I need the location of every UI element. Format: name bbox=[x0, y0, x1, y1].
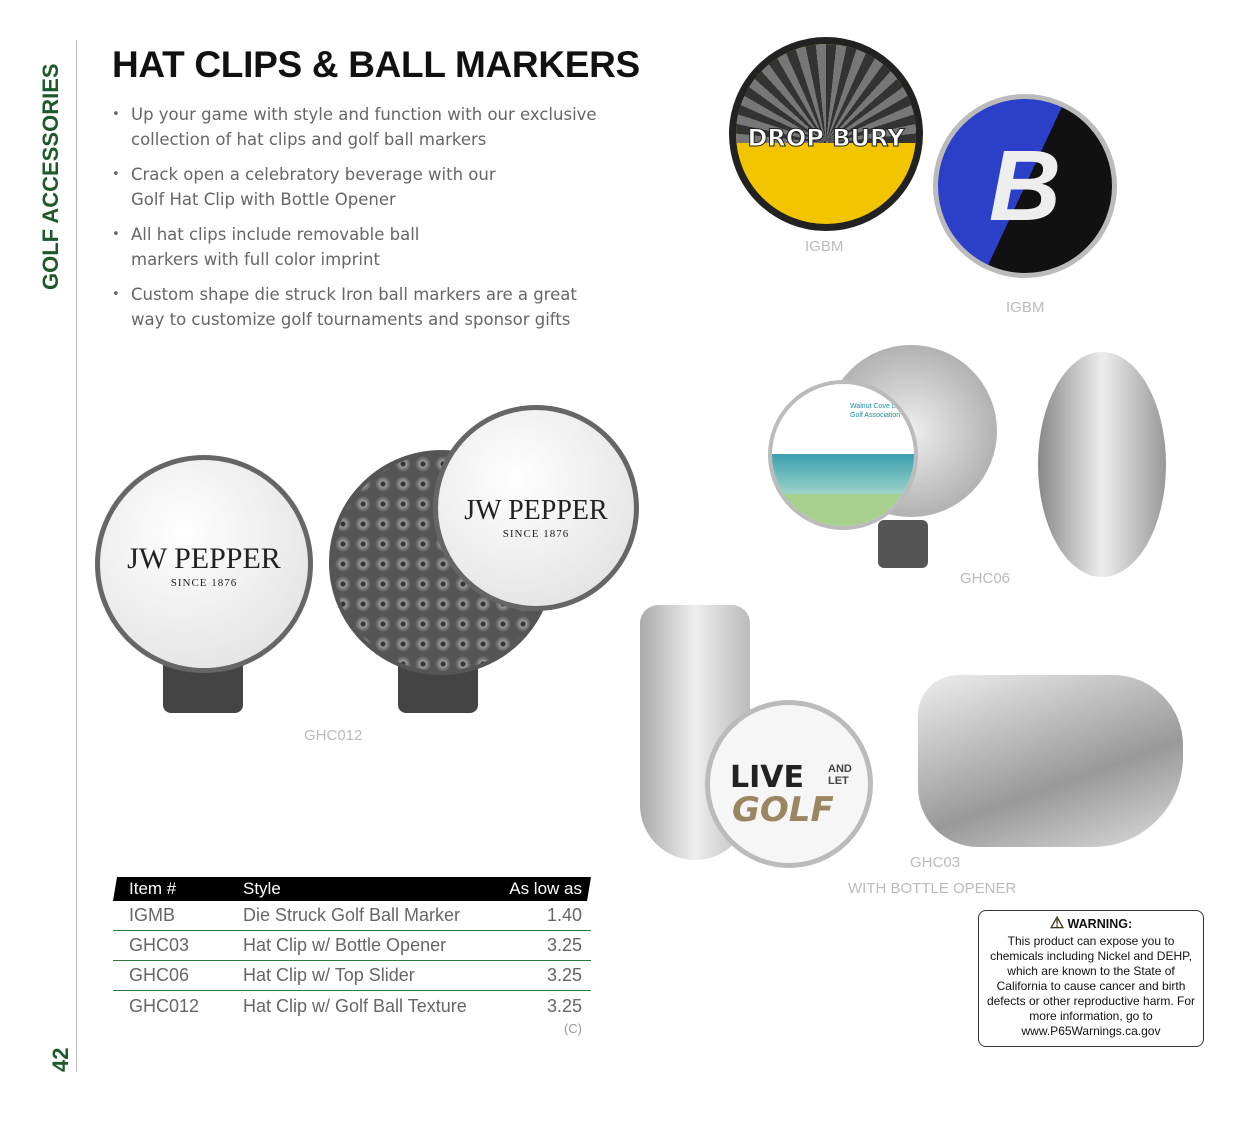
bullet: Up your game with style and function wit… bbox=[112, 102, 632, 152]
table-row: IGMB Die Struck Golf Ball Marker 1.40 bbox=[113, 901, 591, 931]
marker-logo: JW PEPPER bbox=[127, 542, 281, 575]
cell-item: IGMB bbox=[129, 905, 176, 925]
section-label: GOLF ACCESSORIES bbox=[38, 63, 63, 290]
caption-ghc03-sub: WITH BOTTLE OPENER bbox=[848, 880, 1017, 897]
cell-style: Hat Clip w/ Golf Ball Texture bbox=[243, 995, 467, 1016]
bullet-list: Up your game with style and function wit… bbox=[112, 102, 632, 342]
cell-item: GHC012 bbox=[129, 995, 200, 1016]
product-image-ghc012-marker: JW PEPPER SINCE 1876 bbox=[95, 455, 313, 673]
cell-style: Hat Clip w/ Bottle Opener bbox=[243, 935, 447, 955]
warning-title: WARNING: bbox=[1067, 917, 1133, 931]
marker-logo: Walnut Cove Ladies Golf Association bbox=[850, 403, 913, 419]
bullet: Crack open a celebratory beverage with o… bbox=[112, 162, 512, 212]
prop65-warning: ⚠ WARNING: This product can expose you t… bbox=[978, 910, 1204, 1047]
cell-item: GHC06 bbox=[129, 965, 190, 985]
page-title: HAT CLIPS & BALL MARKERS bbox=[112, 44, 640, 85]
warning-text: This product can expose you to chemicals… bbox=[986, 934, 1196, 1038]
marker-logo-andlet: AND LET bbox=[828, 763, 852, 787]
product-image-igbm-b: B bbox=[933, 94, 1117, 278]
marker-logo-sub: SINCE 1876 bbox=[502, 528, 570, 540]
table-header: Item # Style As low as bbox=[113, 877, 591, 901]
col-price: As low as bbox=[509, 879, 582, 898]
product-image-ghc03-marker: LIVE AND LET GOLF bbox=[705, 700, 873, 868]
price-code: (C) bbox=[563, 1021, 582, 1036]
cell-item: GHC03 bbox=[129, 935, 190, 955]
product-image-ghc06-back bbox=[1038, 352, 1166, 577]
table-row: GHC03 Hat Clip w/ Bottle Opener 3.25 bbox=[113, 931, 591, 961]
product-image-ghc03-opener bbox=[918, 675, 1183, 847]
page-number: 42 bbox=[48, 1047, 73, 1072]
price-table: Item # Style As low as IGMB Die Struck Go… bbox=[113, 877, 591, 1036]
marker-logo-live: LIVE bbox=[730, 760, 804, 795]
product-image-ghc06-marker: Walnut Cove Ladies Golf Association bbox=[768, 380, 918, 530]
cell-style: Die Struck Golf Ball Marker bbox=[243, 905, 461, 925]
coin-logo: DROP BURY bbox=[747, 124, 905, 153]
marker-logo: JW PEPPER bbox=[464, 495, 608, 526]
caption-igbm: IGBM bbox=[805, 238, 844, 255]
product-image-igbm-drop-bury: DROP BURY bbox=[729, 37, 923, 231]
bullet: Custom shape die struck Iron ball marker… bbox=[112, 282, 602, 332]
caption-ghc012: GHC012 bbox=[304, 727, 363, 744]
cell-style: Hat Clip w/ Top Slider bbox=[243, 965, 415, 985]
col-item: Item # bbox=[129, 879, 177, 898]
divider bbox=[76, 40, 77, 1072]
marker-logo-sub: SINCE 1876 bbox=[170, 577, 238, 589]
cell-price: 3.25 bbox=[546, 935, 582, 955]
bullet: All hat clips include removable ball mar… bbox=[112, 222, 442, 272]
cell-price: 3.25 bbox=[546, 995, 582, 1016]
table-row: GHC06 Hat Clip w/ Top Slider 3.25 bbox=[113, 961, 591, 991]
product-image-ghc06-clip-hook bbox=[878, 520, 928, 568]
cell-price: 1.40 bbox=[546, 905, 582, 925]
caption-igbm: IGBM bbox=[1006, 299, 1045, 316]
cell-price: 3.25 bbox=[546, 965, 582, 985]
table-row: GHC012 Hat Clip w/ Golf Ball Texture 3.25 bbox=[113, 991, 591, 1021]
caption-ghc06: GHC06 bbox=[960, 570, 1011, 587]
marker-logo-golf: GOLF bbox=[732, 790, 834, 830]
col-style: Style bbox=[243, 879, 281, 898]
product-image-ghc012-marker-2: JW PEPPER SINCE 1876 bbox=[433, 405, 639, 611]
coin-logo: B bbox=[988, 130, 1062, 242]
caption-ghc03: GHC03 bbox=[910, 854, 961, 871]
warning-triangle-icon: ⚠ bbox=[1049, 915, 1065, 932]
